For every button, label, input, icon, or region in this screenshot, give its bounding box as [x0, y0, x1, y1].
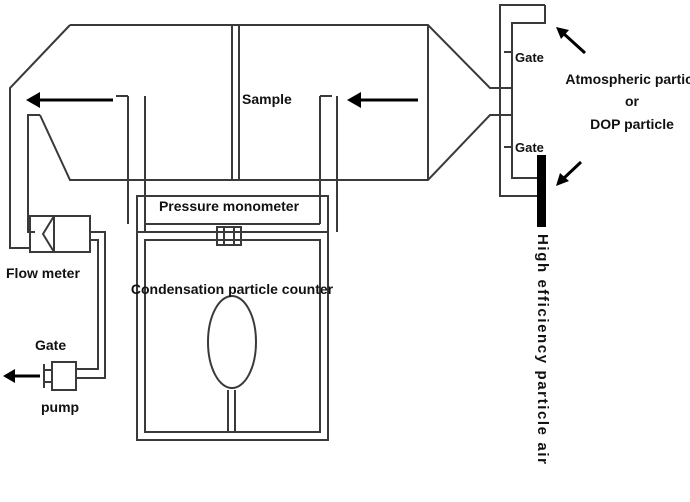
svg-text:Atmospheric particle: Atmospheric particle	[565, 71, 690, 87]
inlet-arrow-bottom	[556, 160, 583, 186]
inlet-manifold	[499, 4, 546, 227]
condensation-counter-label: Condensation particle counter	[131, 281, 334, 297]
sampling-probes	[116, 95, 338, 232]
flow-arrow-right	[347, 92, 418, 108]
condensation-particle-counter	[136, 231, 329, 441]
inlet-arrow-top	[556, 27, 587, 55]
counter-chamber	[207, 295, 257, 389]
svg-text:DOP particle: DOP particle	[590, 116, 674, 132]
test-duct	[9, 24, 512, 249]
atmospheric-particle-label: Atmospheric particle or DOP particle	[565, 71, 690, 132]
gate-top-label: Gate	[515, 50, 544, 65]
flow-meter-label: Flow meter	[6, 265, 80, 281]
pump-label: pump	[41, 399, 79, 415]
gate-mid-label: Gate	[515, 140, 544, 155]
pump	[43, 361, 77, 391]
hepa-filter-label: High efficiency particle air	[534, 234, 551, 466]
flow-meter	[29, 215, 106, 379]
gate-pump-label: Gate	[35, 337, 66, 353]
sample-label: Sample	[242, 91, 292, 107]
hepa-filter-bar	[537, 155, 546, 227]
pressure-monometer-label: Pressure monometer	[159, 198, 300, 214]
svg-text:or: or	[625, 93, 640, 109]
flow-arrow-left	[26, 92, 113, 108]
outlet-arrow	[3, 369, 40, 383]
